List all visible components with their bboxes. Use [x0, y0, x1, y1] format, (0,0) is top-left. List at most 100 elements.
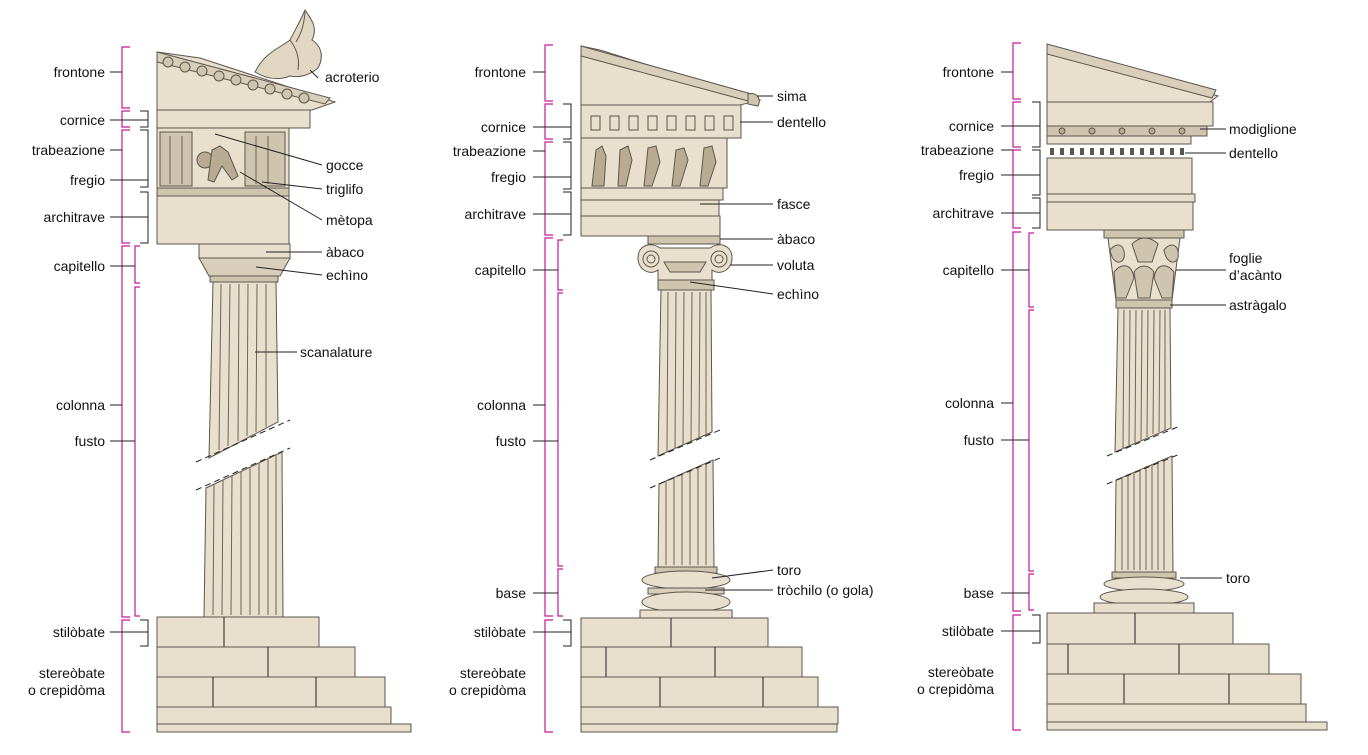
corinthian-label-stilobate: stilòbate — [942, 623, 994, 639]
corinthian-label-fregio: fregio — [959, 167, 994, 183]
ionic-label-abaco: àbaco — [777, 231, 815, 247]
ionic-base — [639, 566, 733, 619]
corinthian-capital — [1103, 229, 1185, 309]
ionic-label-fasce: fasce — [777, 196, 811, 212]
ionic-order — [580, 45, 839, 733]
doric-pediment — [156, 8, 337, 111]
corinthian-pediment — [1046, 43, 1220, 103]
ionic-label-toro: toro — [777, 562, 801, 578]
ionic-label-stereobate: stereòbate — [460, 665, 526, 681]
doric-cornice — [156, 109, 311, 129]
corinthian-frieze-architrave — [1046, 157, 1196, 231]
doric-left-leader-lines — [110, 71, 148, 633]
ionic-label-colonna: colonna — [477, 397, 526, 413]
ionic-label-cornice: cornice — [481, 119, 526, 135]
corinthian-label-frontone: frontone — [943, 64, 995, 80]
corinthian-label-modiglione: modiglione — [1229, 121, 1297, 137]
corinthian-left-leader-lines — [1001, 71, 1040, 632]
corinthian-shaft — [1106, 307, 1181, 573]
ionic-steps — [580, 617, 839, 733]
doric-shaft — [195, 281, 291, 618]
ionic-right-labels: sima dentello fasce àbaco voluta echìno … — [777, 88, 874, 598]
ionic-label-architrave: architrave — [465, 206, 527, 222]
doric-label-acroterio: acroterio — [325, 69, 380, 85]
corinthian-cornice — [1046, 101, 1214, 155]
doric-label-abaco: àbaco — [326, 244, 364, 260]
doric-steps — [156, 616, 412, 733]
doric-small-brackets — [140, 110, 149, 647]
ionic-label-frontone: frontone — [475, 64, 527, 80]
ionic-label-base: base — [496, 585, 527, 601]
ionic-label-trabeazione: trabeazione — [453, 143, 526, 159]
corinthian-left-labels: frontone cornice trabeazione fregio arch… — [917, 64, 994, 697]
corinthian-brackets — [1012, 42, 1034, 731]
corinthian-label-foglie: foglie — [1229, 250, 1263, 266]
ionic-architrave — [580, 187, 724, 237]
doric-left-labels: frontone cornice trabeazione fregio arch… — [28, 64, 105, 698]
doric-label-gocce: gocce — [326, 157, 364, 173]
corinthian-small-brackets — [1032, 101, 1041, 644]
doric-right-labels: acroterio gocce triglifo mètopa àbaco ec… — [300, 69, 380, 360]
corinthian-base — [1093, 571, 1195, 614]
ionic-cornice — [580, 104, 742, 139]
doric-label-metopa: mètopa — [326, 212, 373, 228]
corinthian-label-acanto: d’acànto — [1229, 267, 1282, 283]
doric-label-scanalature: scanalature — [300, 344, 373, 360]
corinthian-label-cornice: cornice — [949, 118, 994, 134]
doric-label-cornice: cornice — [60, 112, 105, 128]
ionic-label-echino: echìno — [777, 286, 819, 302]
ionic-small-brackets — [563, 103, 572, 647]
metope-relief — [196, 145, 239, 183]
corinthian-label-base: base — [964, 585, 995, 601]
ionic-label-sima: sima — [777, 88, 807, 104]
ionic-label-fregio: fregio — [491, 169, 526, 185]
corinthian-label-colonna: colonna — [945, 395, 994, 411]
ionic-pediment — [580, 45, 762, 107]
ionic-label-stilobate: stilòbate — [474, 624, 526, 640]
corinthian-label-dentello: dentello — [1229, 145, 1278, 161]
ionic-label-voluta: voluta — [777, 257, 815, 273]
doric-label-colonna: colonna — [56, 397, 105, 413]
ionic-label-trochilo: tròchilo (o gola) — [777, 582, 874, 598]
corinthian-label-fusto: fusto — [964, 432, 995, 448]
ionic-brackets — [544, 44, 563, 733]
doric-capital — [198, 243, 291, 283]
ionic-label-dentello: dentello — [777, 114, 826, 130]
corinthian-label-toro: toro — [1226, 570, 1250, 586]
ionic-capital — [637, 235, 733, 291]
corinthian-label-architrave: architrave — [933, 205, 995, 221]
ionic-label-crepidoma: o crepidòma — [449, 682, 526, 698]
doric-label-triglifo: triglifo — [326, 181, 364, 197]
corinthian-label-astragalo: astràgalo — [1229, 297, 1287, 313]
ionic-right-leader-lines — [689, 95, 774, 591]
doric-label-crepidoma: o crepidòma — [28, 682, 105, 698]
doric-label-fusto: fusto — [75, 433, 106, 449]
doric-label-trabeazione: trabeazione — [32, 142, 105, 158]
corinthian-steps — [1046, 612, 1328, 731]
doric-right-leader-lines — [214, 69, 323, 353]
doric-label-fregio: fregio — [70, 172, 105, 188]
doric-label-stereobate: stereòbate — [39, 665, 105, 681]
ionic-left-labels: frontone cornice trabeazione fregio arch… — [449, 64, 526, 698]
corinthian-order — [1046, 43, 1328, 731]
ionic-left-leader-lines — [533, 71, 571, 633]
doric-label-capitello: capitello — [54, 258, 106, 274]
corinthian-right-labels: modiglione dentello foglie d’acànto astr… — [1226, 121, 1297, 586]
ionic-shaft — [649, 289, 721, 568]
doric-label-frontone: frontone — [54, 64, 106, 80]
doric-brackets — [121, 46, 140, 733]
corinthian-right-leader-lines — [1170, 128, 1226, 579]
doric-frieze — [156, 127, 290, 189]
corinthian-label-capitello: capitello — [943, 262, 995, 278]
doric-label-echino: echìno — [326, 267, 368, 283]
doric-order — [156, 8, 412, 733]
ionic-frieze — [580, 137, 728, 189]
doric-label-stilobate: stilòbate — [53, 624, 105, 640]
ionic-label-fusto: fusto — [496, 433, 527, 449]
corinthian-label-stereobate: stereòbate — [928, 664, 994, 680]
corinthian-label-trabeazione: trabeazione — [921, 142, 994, 158]
acroterion-ornament — [254, 8, 322, 80]
ionic-label-capitello: capitello — [475, 262, 527, 278]
doric-label-architrave: architrave — [44, 209, 106, 225]
